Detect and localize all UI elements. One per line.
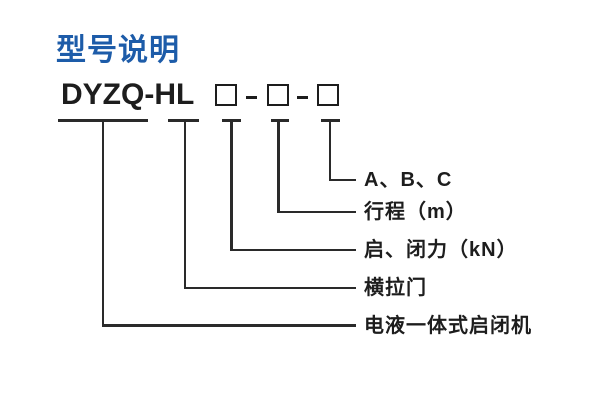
connector-vertical-3: [230, 119, 233, 250]
legend-label-machine-type: 电液一体式启闭机: [364, 315, 532, 337]
legend-label-abc: A、B、C: [364, 169, 453, 191]
legend-label-stroke: 行程（m）: [364, 201, 467, 223]
connector-horizontal-3: [230, 248, 356, 251]
connector-vertical-2: [183, 119, 186, 288]
legend-label-force: 启、闭力（kN）: [364, 239, 518, 261]
connector-vertical-4: [277, 119, 280, 212]
connector-vertical-1: [101, 119, 104, 326]
separator-dash-2: [297, 96, 308, 99]
placeholder-box-2: [267, 84, 289, 106]
connector-vertical-5: [328, 119, 331, 180]
page-title: 型号说明: [56, 34, 180, 67]
underline-box-2: [271, 119, 289, 122]
placeholder-box-3: [317, 84, 339, 106]
model-code-text: DYZQ-HL: [61, 78, 195, 111]
connector-horizontal-1: [101, 324, 356, 327]
separator-dash-1: [246, 96, 257, 99]
legend-label-gate-type: 横拉门: [364, 277, 427, 299]
connector-horizontal-2: [183, 286, 356, 289]
connector-horizontal-5: [328, 178, 356, 181]
placeholder-box-1: [215, 84, 237, 106]
connector-horizontal-4: [277, 210, 356, 213]
